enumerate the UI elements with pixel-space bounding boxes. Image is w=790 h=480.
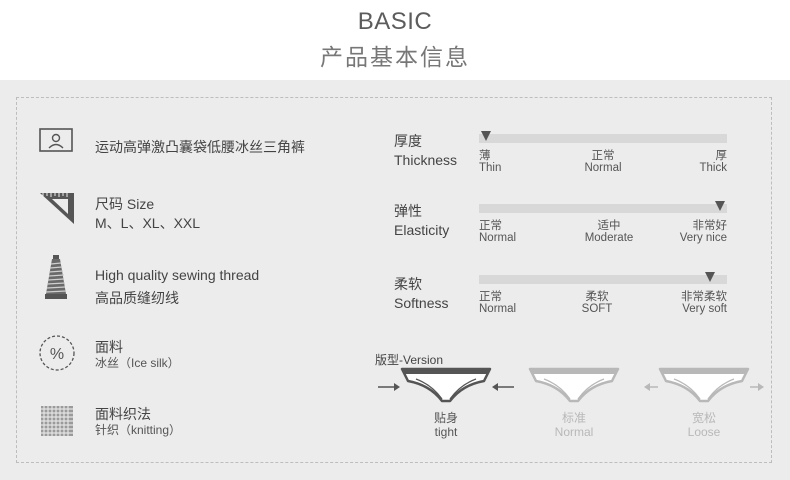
thread-label-cn: 高品质缝纫线 — [95, 290, 179, 306]
person-card-icon — [39, 128, 73, 159]
fabric-value: 冰丝（Ice silk） — [95, 356, 180, 370]
header-title-cn: 产品基本信息 — [320, 44, 470, 70]
thread-label-en: High quality sewing thread — [95, 267, 260, 283]
fabric-label: 面料 — [95, 339, 123, 355]
dashed-frame — [16, 97, 772, 463]
size-label: 尺码 Size — [95, 196, 155, 212]
thread-spool-icon — [44, 254, 68, 305]
softness-scale-bar — [479, 275, 727, 284]
percent-icon: % — [38, 334, 76, 377]
weave-value: 针织（knitting） — [95, 423, 182, 437]
triangle-ruler-icon — [39, 191, 75, 230]
thickness-label: 厚度 Thickness — [394, 133, 458, 168]
elasticity-scale-bar — [479, 204, 727, 213]
softness-label: 柔软 Softness — [394, 276, 449, 311]
elasticity-marker-icon — [714, 201, 725, 211]
softness-marker-icon — [704, 272, 715, 282]
thickness-marker-icon — [481, 131, 492, 141]
header-title-en: BASIC — [357, 8, 433, 35]
elasticity-label: 弹性 Elasticity — [394, 203, 450, 238]
version-tight-icon — [378, 367, 514, 403]
version-normal-icon — [528, 367, 620, 403]
thickness-scale-bar — [479, 134, 727, 143]
version-title: 版型-Version — [375, 353, 444, 367]
svg-text:%: % — [50, 346, 64, 363]
version-loose-icon — [644, 367, 764, 403]
weave-label: 面料织法 — [95, 406, 151, 422]
size-values: M、L、XL、XXL — [95, 215, 201, 231]
feature-name: 运动高弹激凸囊袋低腰冰丝三角裤 — [95, 139, 305, 155]
knit-grid-icon — [41, 406, 73, 441]
